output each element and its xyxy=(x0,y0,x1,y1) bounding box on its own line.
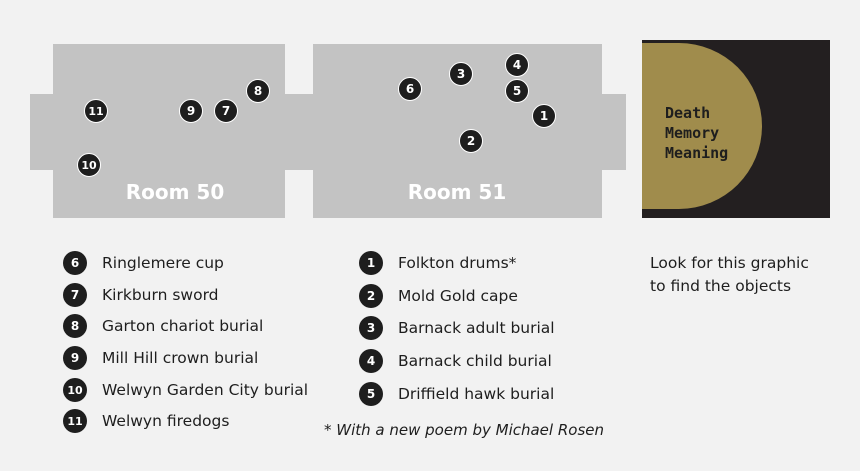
legend-label: Garton chariot burial xyxy=(102,317,264,335)
legend-item: 1 Folkton drums* xyxy=(359,251,516,275)
legend-label: Barnack child burial xyxy=(398,352,552,370)
map-marker-8: 8 xyxy=(246,79,270,103)
legend-item: 9 Mill Hill crown burial xyxy=(63,346,258,370)
footnote: * With a new poem by Michael Rosen xyxy=(324,421,604,439)
graphic-line-death: Death xyxy=(665,104,711,122)
legend-item: 11 Welwyn firedogs xyxy=(63,409,229,433)
legend-label: Welwyn Garden City burial xyxy=(102,381,309,399)
map-marker-10: 10 xyxy=(77,153,101,177)
legend-marker: 8 xyxy=(63,314,87,338)
legend-label: Mill Hill crown burial xyxy=(102,349,259,367)
legend-marker: 2 xyxy=(359,284,383,308)
legend-item: 8 Garton chariot burial xyxy=(63,314,263,338)
map-marker-9: 9 xyxy=(179,99,203,123)
legend-label: Welwyn firedogs xyxy=(102,412,230,430)
legend-item: 7 Kirkburn sword xyxy=(63,283,219,307)
legend-item: 6 Ringlemere cup xyxy=(63,251,224,275)
legend-label: Folkton drums* xyxy=(398,254,517,272)
legend-item: 4 Barnack child burial xyxy=(359,349,552,373)
map-marker-6: 6 xyxy=(398,77,422,101)
map-marker-3: 3 xyxy=(449,62,473,86)
legend-marker: 6 xyxy=(63,251,87,275)
legend-label: Kirkburn sword xyxy=(102,286,219,304)
room-50-label: Room 50 xyxy=(125,180,225,204)
legend-label: Barnack adult burial xyxy=(398,319,555,337)
graphic-hint-line-2: to find the objects xyxy=(650,277,792,295)
legend-marker: 5 xyxy=(359,382,383,406)
legend-marker: 7 xyxy=(63,283,87,307)
map-marker-11: 11 xyxy=(84,99,108,123)
map-marker-4: 4 xyxy=(505,53,529,77)
legend-marker: 3 xyxy=(359,316,383,340)
map-marker-5: 5 xyxy=(505,79,529,103)
map-marker-7: 7 xyxy=(214,99,238,123)
graphic-line-memory: Memory xyxy=(665,124,720,142)
legend-marker: 11 xyxy=(63,409,87,433)
legend-label: Ringlemere cup xyxy=(102,254,224,272)
legend-label: Mold Gold cape xyxy=(398,287,518,305)
legend-item: 2 Mold Gold cape xyxy=(359,284,518,308)
map-marker-2: 2 xyxy=(459,129,483,153)
map-marker-1: 1 xyxy=(532,104,556,128)
legend-marker: 10 xyxy=(63,378,87,402)
legend-label: Driffield hawk burial xyxy=(398,385,555,403)
legend-marker: 9 xyxy=(63,346,87,370)
graphic-hint: Look for this graphic to find the object… xyxy=(650,252,809,298)
legend-item: 10 Welwyn Garden City burial xyxy=(63,378,308,402)
room-51-label: Room 51 xyxy=(407,180,507,204)
legend-item: 3 Barnack adult burial xyxy=(359,316,555,340)
graphic-hint-line-1: Look for this graphic xyxy=(650,254,809,272)
legend-item: 5 Driffield hawk burial xyxy=(359,382,554,406)
legend-marker: 1 xyxy=(359,251,383,275)
death-memory-meaning-graphic: Death Memory Meaning xyxy=(642,40,830,218)
legend-marker: 4 xyxy=(359,349,383,373)
graphic-line-meaning: Meaning xyxy=(665,144,729,162)
